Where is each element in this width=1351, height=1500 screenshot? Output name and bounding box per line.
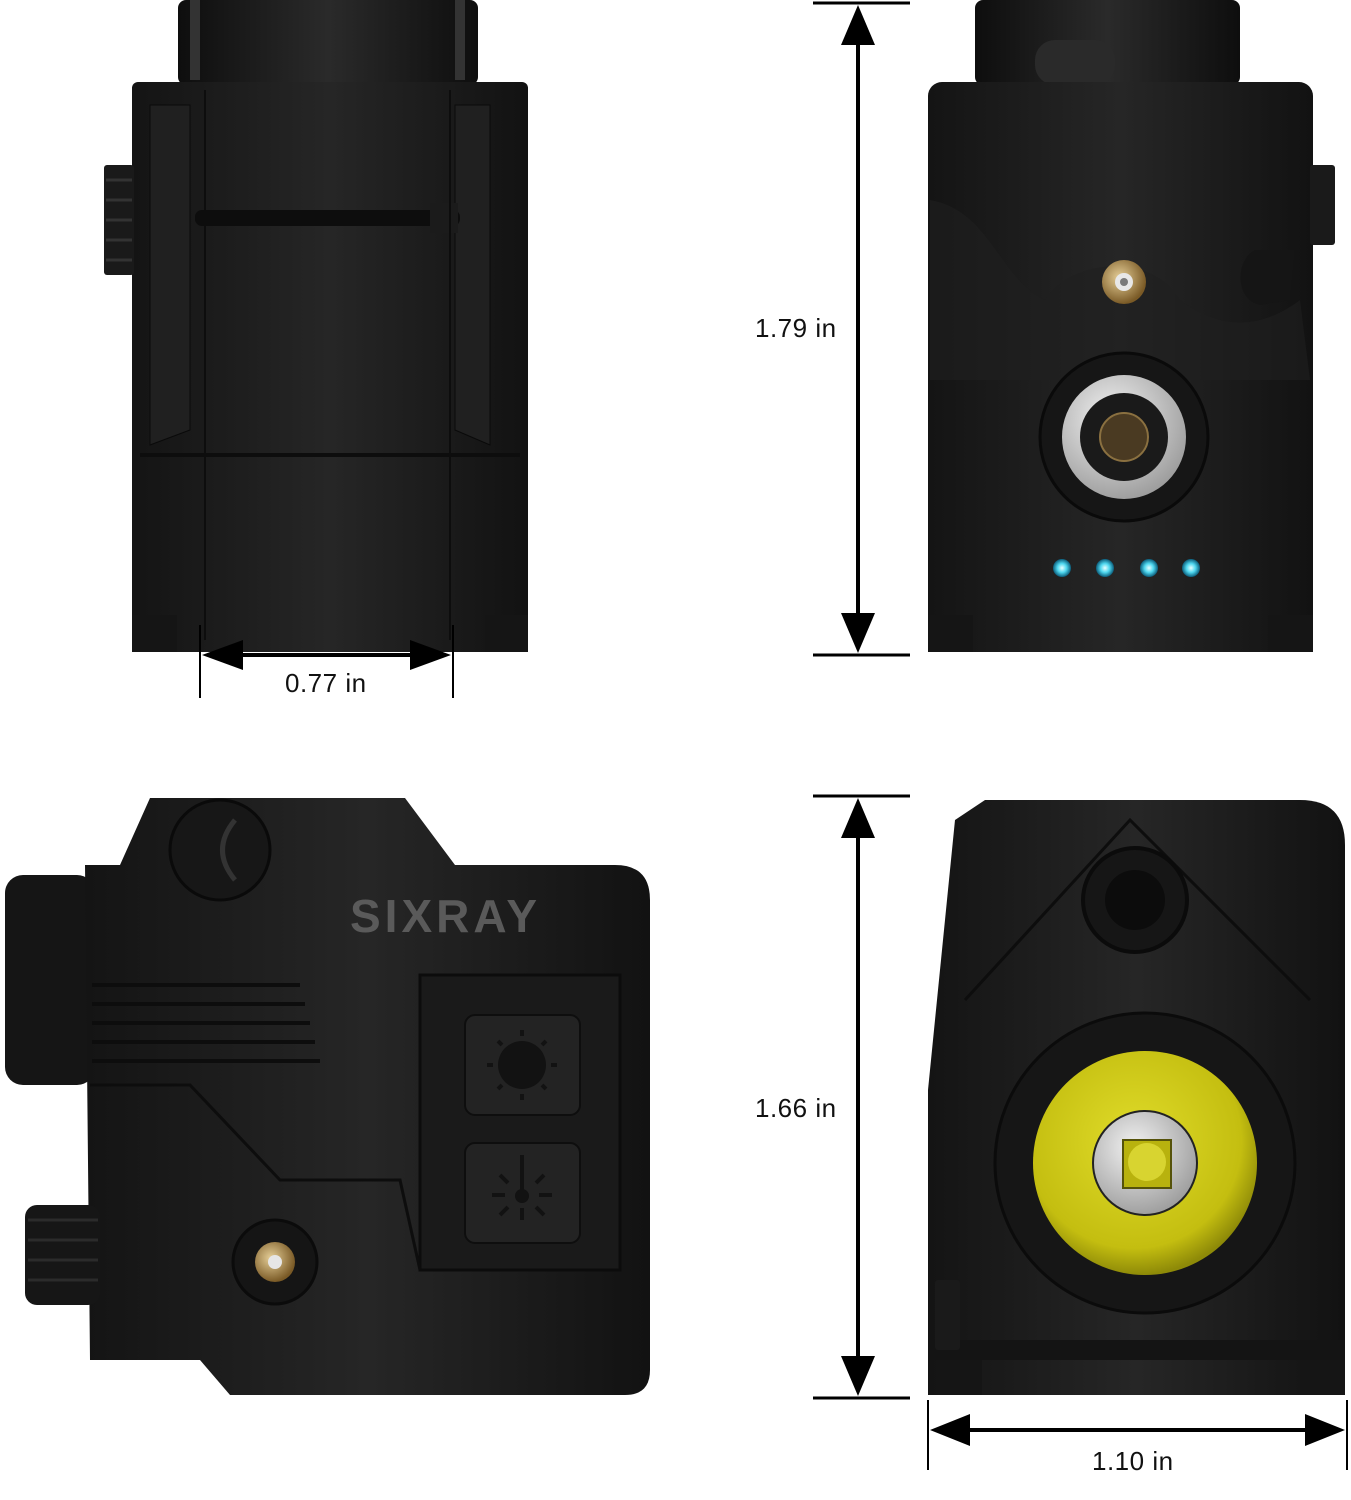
sun-icon (498, 1041, 546, 1089)
lens-view (928, 800, 1345, 1395)
dimension-width (927, 1400, 1348, 1470)
laser-button (464, 1142, 581, 1244)
dimension-label-height-front: 1.79 in (755, 313, 837, 343)
front-view (928, 0, 1335, 652)
battery-indicator-leds (1053, 559, 1200, 577)
dimension-label-rail-width: 0.77 in (285, 668, 367, 698)
dimension-label-height-lens: 1.66 in (755, 1093, 837, 1123)
dimension-height-front (813, 1, 910, 657)
top-view (104, 0, 528, 652)
brand-logo: SIXRAY (350, 890, 541, 942)
dimension-label-width: 1.10 in (1092, 1446, 1174, 1476)
dimension-rail-width (199, 625, 454, 698)
laser-icon (492, 1155, 552, 1220)
flashlight-button (464, 1014, 581, 1116)
dimension-height-lens (813, 794, 910, 1400)
side-view: SIXRAY (5, 798, 650, 1395)
